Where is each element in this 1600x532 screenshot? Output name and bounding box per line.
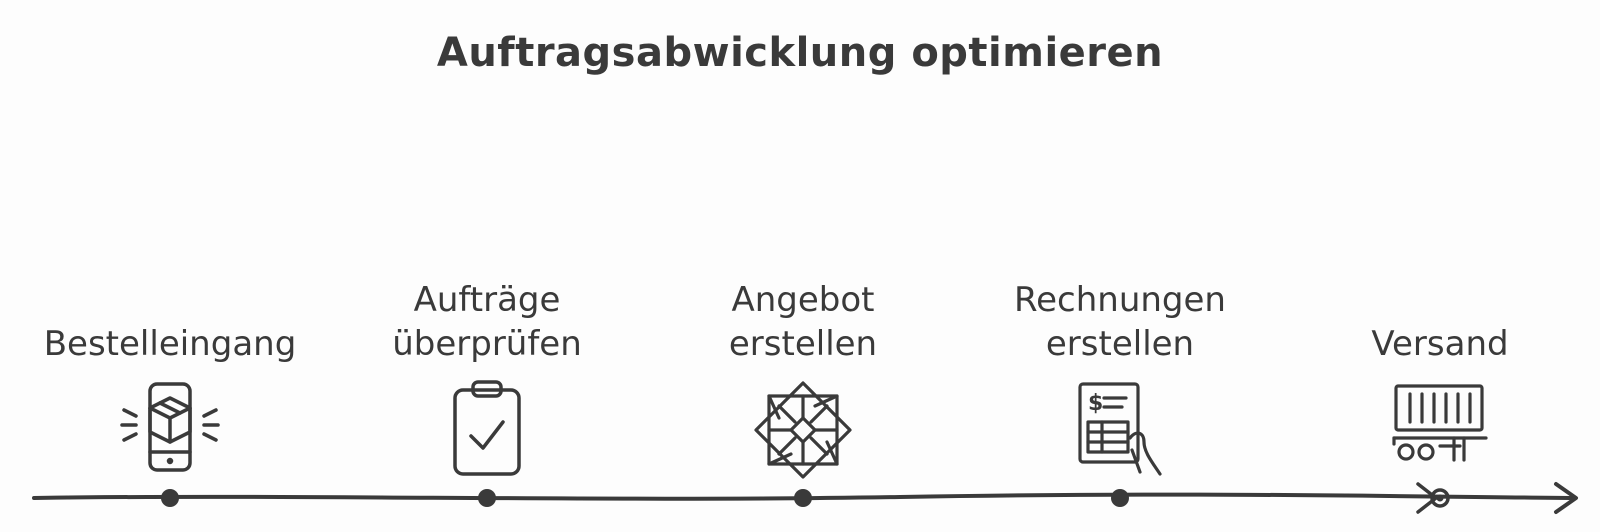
- step-label-line: Rechnungen: [1014, 280, 1226, 320]
- svg-text:$: $: [1088, 391, 1103, 416]
- timeline-marker-2: [478, 489, 496, 507]
- step-label-line: Angebot: [731, 280, 875, 320]
- step-label-bestelleingang: Bestelleingang: [30, 322, 310, 366]
- timeline-marker-3: [794, 489, 812, 507]
- step-label-line: Aufträge: [413, 280, 561, 320]
- timeline-marker-1: [161, 489, 179, 507]
- timeline-marker-5-dot: [1436, 494, 1444, 502]
- shipping-container-icon: [1390, 380, 1490, 480]
- step-label-line: erstellen: [1045, 324, 1195, 364]
- invoice-hand-icon: $: [1070, 380, 1170, 480]
- step-label-rechnungen-erstellen: Rechnungen erstellen: [980, 278, 1260, 366]
- timeline-marker-5: [1430, 488, 1450, 508]
- step-label-auftraege-ueberpruefen: Aufträge überprüfen: [347, 278, 627, 366]
- step-label-line: Versand: [1371, 324, 1509, 364]
- step-label-line: Bestelleingang: [43, 324, 297, 364]
- timeline-arrowhead: [1554, 482, 1578, 514]
- step-label-angebot-erstellen: Angebot erstellen: [663, 278, 943, 366]
- timeline-line: [32, 492, 1577, 501]
- phone-package-icon: [120, 380, 220, 480]
- step-label-line: erstellen: [728, 324, 878, 364]
- clipboard-check-icon: [437, 380, 537, 480]
- diagram-title: Auftragsabwicklung optimieren: [436, 30, 1164, 76]
- timeline-end-chevron: [1416, 482, 1438, 514]
- step-label-line: überprüfen: [392, 324, 582, 364]
- step-label-versand: Versand: [1300, 322, 1580, 366]
- geometric-star-icon: [753, 380, 853, 480]
- timeline-marker-4: [1111, 489, 1129, 507]
